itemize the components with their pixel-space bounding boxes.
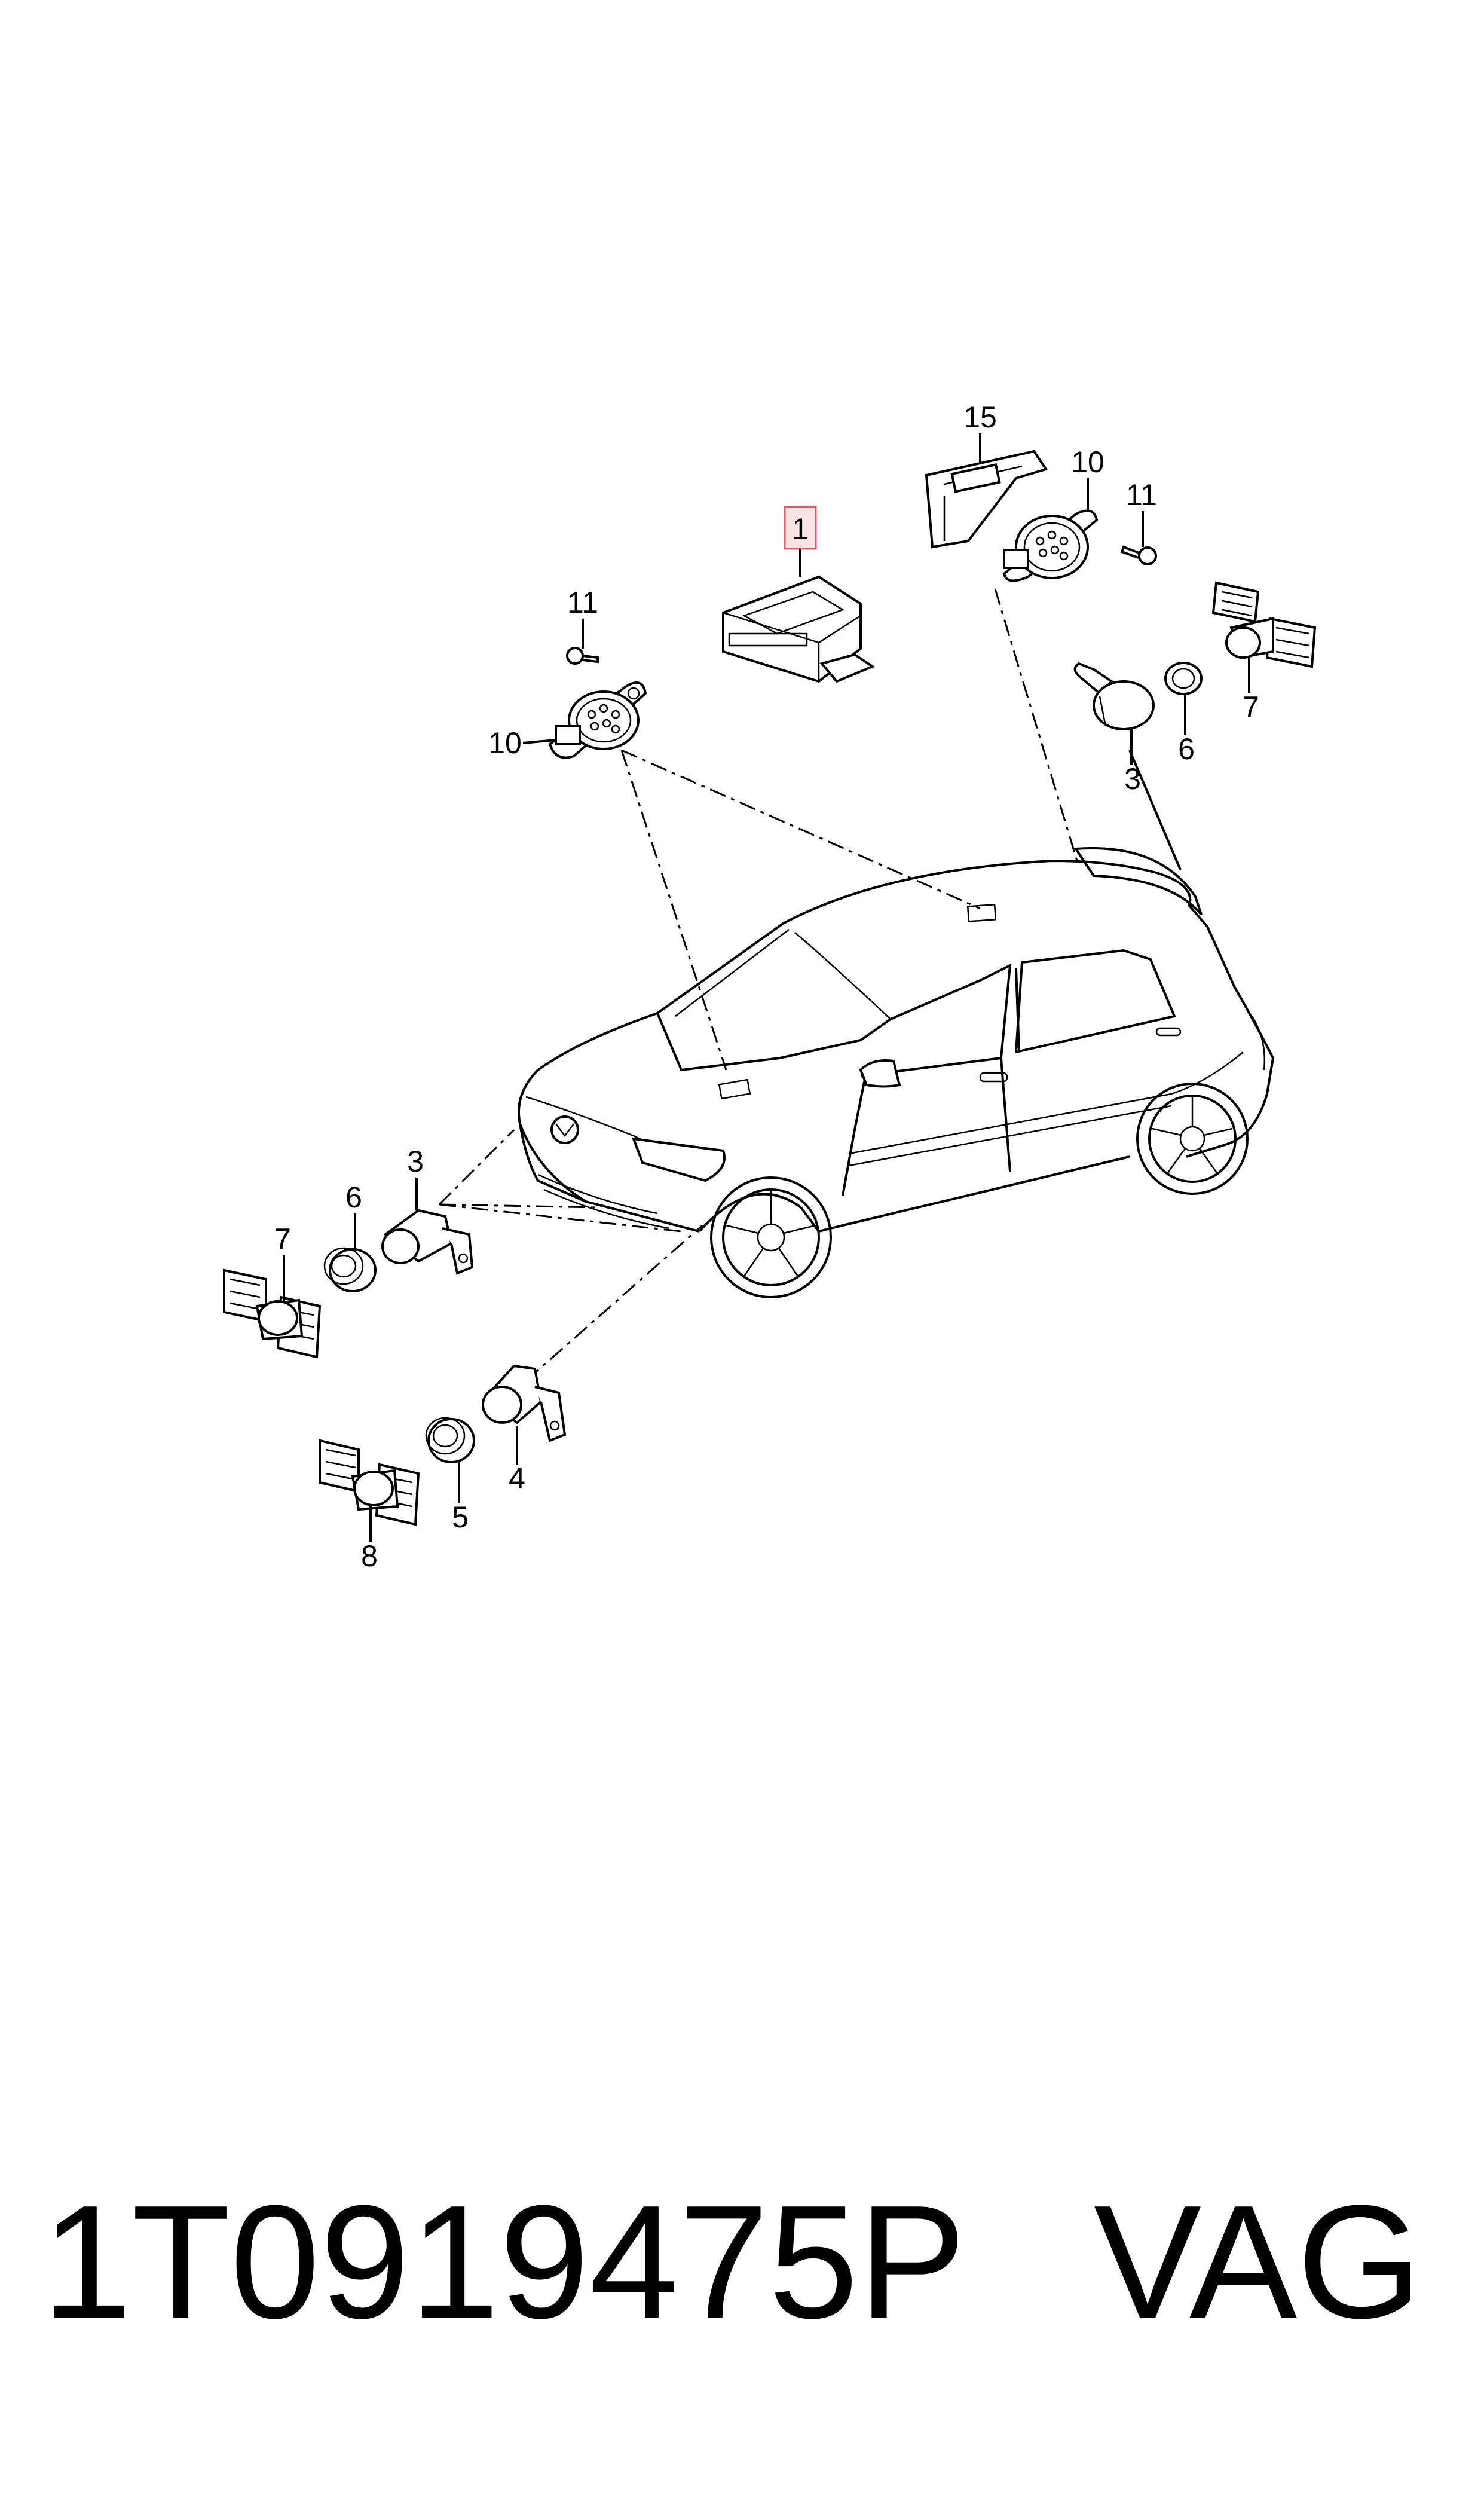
callout-3-right: 3 [1124,762,1141,796]
callout-7-right: 7 [1243,690,1259,724]
buzzer-right-part[interactable] [1002,509,1099,582]
callout-3-left: 3 [407,1145,424,1178]
brand-label: VAG [1094,2172,1423,2352]
sensor-lower-holder-part[interactable] [319,1439,420,1526]
buzzer-left-part[interactable] [548,681,647,759]
control-unit-part[interactable] [722,575,876,683]
callout-5: 5 [452,1500,469,1534]
sensor-front-holder-part[interactable] [223,1268,322,1359]
car-illustration [518,847,1275,1298]
screw-left-part[interactable] [566,647,599,665]
callout-6-left: 6 [345,1181,362,1214]
callout-6-right: 6 [1178,732,1195,766]
callout-10-right: 10 [1071,445,1104,479]
callout-15: 15 [963,401,997,434]
sensor-rear-holder-part[interactable] [1211,581,1317,668]
callout-10-left: 10 [488,726,522,760]
footer: 1T0919475P VAG [0,2164,1484,2361]
part-number: 1T0919475P [42,2172,966,2352]
callout-11-left: 11 [567,586,598,619]
callouts: 1 15 10 11 11 10 7 6 3 3 6 7 4 5 8 [274,401,1259,1573]
leader-lines [438,588,1182,1382]
sensor-rear-ring-part[interactable] [1164,662,1203,695]
sensor-lower-ring-part[interactable] [425,1417,475,1463]
sensor-rear-part[interactable] [1073,662,1155,730]
callout-11-right: 11 [1126,478,1157,512]
callout-7-left: 7 [274,1222,291,1256]
sensor-front-ring-part[interactable] [323,1247,377,1292]
sensor-front-part[interactable] [381,1209,474,1275]
screw-right-part[interactable] [1120,545,1157,565]
callout-1: 1 [792,512,809,546]
callout-8: 8 [361,1539,378,1573]
sensor-lower-part[interactable] [482,1364,567,1442]
bracket-part[interactable] [925,450,1048,549]
callout-4: 4 [509,1462,525,1495]
